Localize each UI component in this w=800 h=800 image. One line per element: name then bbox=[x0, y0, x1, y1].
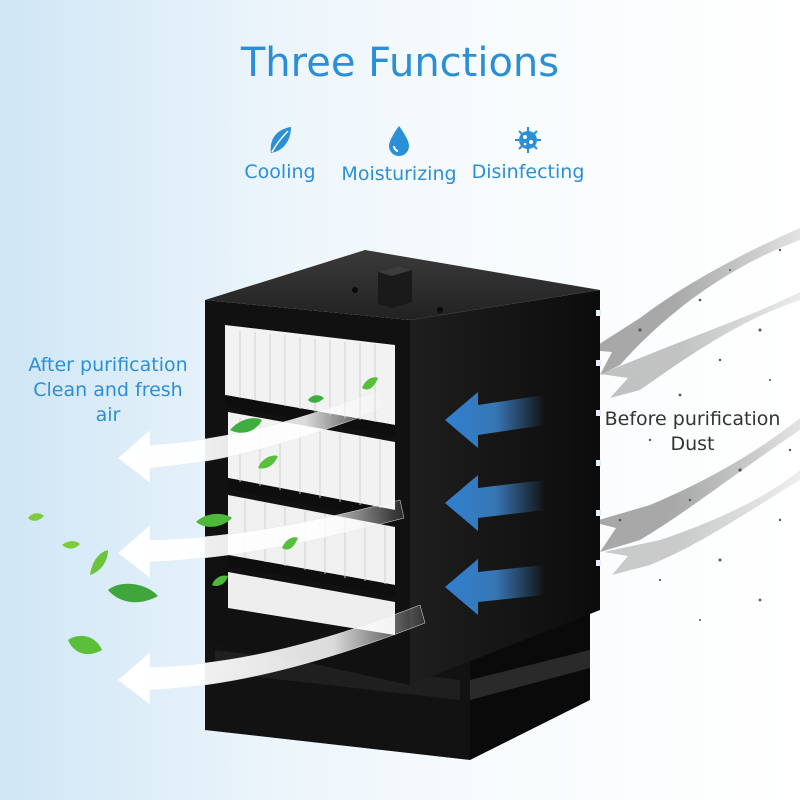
filter-slats bbox=[225, 325, 395, 635]
function-disinfecting: Disinfecting bbox=[471, 125, 585, 183]
function-label: Disinfecting bbox=[471, 161, 585, 183]
function-moisturizing: Moisturizing bbox=[340, 125, 458, 185]
dust-intake-arrows bbox=[590, 228, 800, 575]
function-cooling: Cooling bbox=[243, 125, 317, 183]
dust-particles bbox=[618, 248, 792, 621]
after-purification-caption: After purification Clean and fresh air bbox=[18, 353, 198, 428]
before-purification-caption: Before purification Dust bbox=[600, 407, 785, 457]
after-line-2: Clean and fresh air bbox=[33, 379, 183, 426]
virus-icon bbox=[515, 127, 541, 153]
clean-air-outflow-arrows bbox=[117, 389, 426, 706]
after-line-1: After purification bbox=[28, 354, 188, 376]
before-line-1: Before purification bbox=[604, 408, 781, 430]
top-knob bbox=[352, 266, 443, 313]
before-line-2: Dust bbox=[670, 433, 715, 455]
function-label: Moisturizing bbox=[341, 163, 457, 185]
leaf-icon bbox=[270, 127, 291, 153]
airflow-intake-arrows bbox=[445, 392, 545, 615]
flying-leaves bbox=[28, 377, 378, 655]
water-drop-icon bbox=[389, 126, 409, 156]
side-notches bbox=[596, 310, 601, 566]
function-label: Cooling bbox=[244, 161, 316, 183]
page-title: Three Functions bbox=[240, 40, 560, 86]
